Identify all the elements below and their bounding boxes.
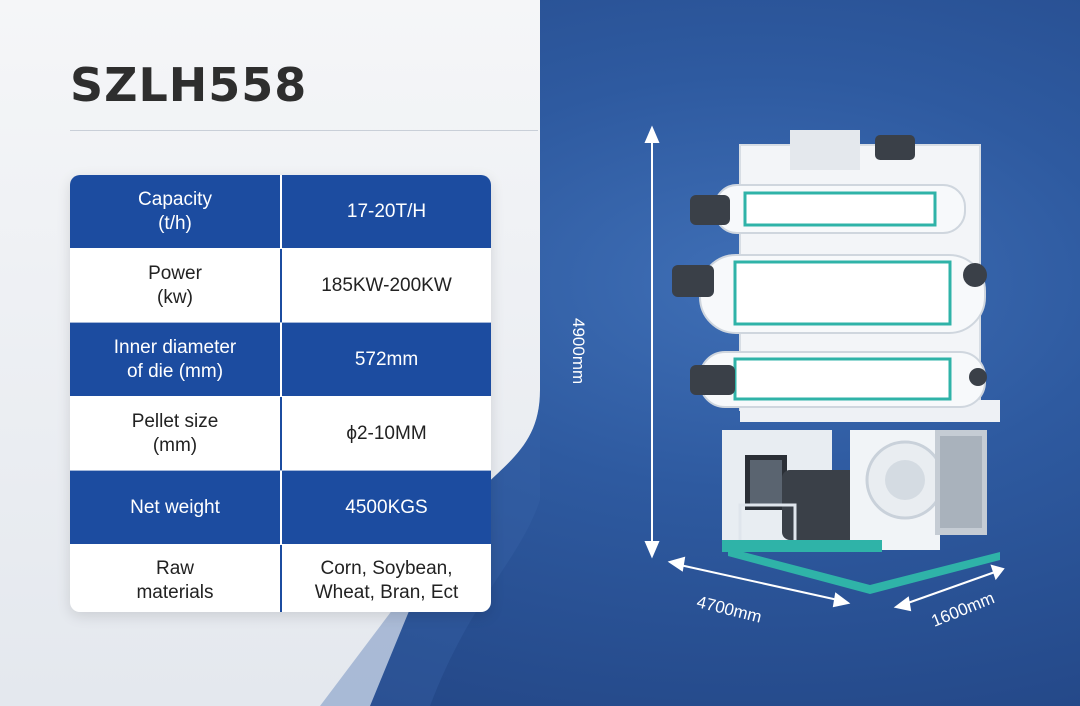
- spec-value: 4500KGS: [345, 496, 428, 518]
- spec-label: Inner diameter of die (mm): [70, 323, 282, 396]
- spec-row: Inner diameter of die (mm) 572mm: [70, 322, 491, 396]
- spec-label: Raw materials: [70, 545, 282, 612]
- conditioner-barrel: [672, 254, 987, 334]
- spec-label: Pellet size (mm): [70, 397, 282, 470]
- spec-row: Pellet size (mm) ϕ2-10MM: [70, 396, 491, 470]
- spec-row: Net weight 4500KGS: [70, 470, 491, 544]
- spec-value: 17-20T/H: [346, 200, 427, 222]
- conditioner-barrel: [690, 351, 987, 408]
- spec-value: ϕ2-10MM: [346, 422, 427, 444]
- machine-base: [722, 430, 1000, 594]
- spec-label: Capacity (t/h): [70, 175, 282, 248]
- conditioner-barrel: [690, 135, 966, 234]
- dimension-arrows: [644, 125, 1005, 612]
- spec-value: 185KW-200KW: [321, 274, 452, 296]
- spec-row: Raw materials Corn, Soybean, Wheat, Bran…: [70, 544, 491, 612]
- spec-label: Power (kw): [70, 249, 282, 322]
- spec-row: Capacity (t/h) 17-20T/H: [70, 175, 491, 248]
- spec-value: Corn, Soybean, Wheat, Bran, Ect: [314, 558, 459, 603]
- spec-label: Net weight: [70, 471, 282, 544]
- height-dimension: 4900mm: [569, 318, 588, 385]
- page-title: SZLH558: [70, 58, 308, 112]
- spec-row: Power (kw) 185KW-200KW: [70, 248, 491, 322]
- divider: [70, 130, 538, 131]
- spec-table: Capacity (t/h) 17-20T/H Power (kw) 185KW…: [70, 175, 491, 612]
- spec-value: 572mm: [354, 348, 419, 370]
